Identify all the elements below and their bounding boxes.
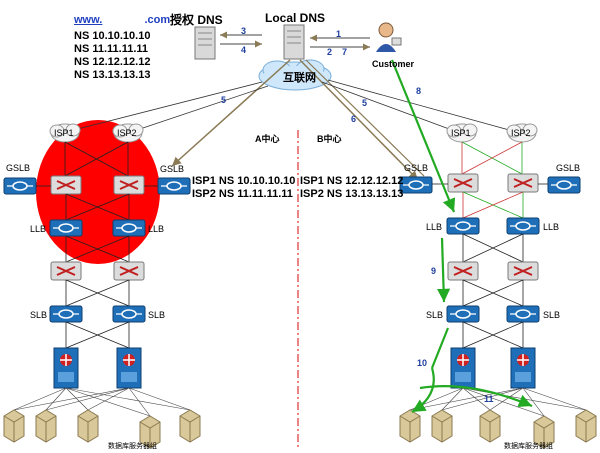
b-isp2-ns: ISP2 NS 13.13.13.13 (300, 188, 404, 200)
step-10: 10 (417, 358, 428, 368)
a-llb-label-right: LLB (148, 224, 165, 234)
step-2: 2 (327, 47, 333, 57)
ns-record-3: NS 12.12.12.12 (74, 56, 151, 68)
ns-record-4: NS 13.13.13.13 (74, 69, 151, 81)
green-flow-path (390, 59, 533, 413)
a-core-switch-1 (53, 347, 79, 389)
a-llb-2 (112, 219, 146, 237)
step-5-right: 5 (362, 98, 368, 108)
a-isp2-label: ISP2 (117, 128, 137, 138)
b-router-2 (507, 173, 539, 193)
domain-url-suffix: .com (144, 14, 171, 26)
a-gslb-label: GSLB (6, 163, 31, 173)
a-server-1 (3, 409, 25, 443)
b-llb-1 (446, 217, 480, 235)
b-server-3 (479, 409, 501, 443)
b-slb-2 (506, 305, 540, 323)
domain-url-head: www. (74, 14, 103, 26)
b-slb-1 (446, 305, 480, 323)
b-server-1 (399, 409, 421, 443)
a-router-1 (50, 175, 82, 195)
a-llb-1 (49, 219, 83, 237)
step-1: 1 (336, 29, 342, 39)
b-db-group-label: 数据库服务器组 (504, 443, 553, 450)
b-router-1 (447, 173, 479, 193)
a-isp2-ns: ISP2 NS 11.11.11.11 (192, 188, 293, 200)
b-llb-2 (506, 217, 540, 235)
step-8: 8 (416, 86, 422, 96)
ns-record-1: NS 10.10.10.10 (74, 30, 151, 42)
a-llb-label-left: LLB (30, 224, 47, 234)
b-core-switch-2 (510, 347, 536, 389)
b-gslb-label-right: GSLB (556, 163, 581, 173)
a-switch-1 (50, 261, 82, 281)
auth-dns-server-icon (194, 26, 216, 60)
local-dns-label: Local DNS (265, 11, 326, 25)
a-slb-2 (112, 305, 146, 323)
a-router-2 (113, 175, 145, 195)
a-gslb-device (3, 177, 37, 195)
a-core-switch-2 (116, 347, 142, 389)
b-llb-label-left: LLB (426, 222, 443, 232)
domain-url: www. .com (74, 14, 170, 26)
internet-label: 互联网 (283, 72, 316, 84)
a-isp1-ns: ISP1 NS 10.10.10.10 (192, 175, 296, 187)
b-switch-2 (507, 261, 539, 281)
b-switch-1 (447, 261, 479, 281)
b-core-switch-1 (450, 347, 476, 389)
a-gslb-device-right (157, 177, 191, 195)
a-switch-2 (113, 261, 145, 281)
step-4: 4 (241, 45, 247, 55)
b-gslb-label: GSLB (404, 163, 429, 173)
a-db-group-label: 数据库服务器组 (108, 443, 157, 450)
customer-icon (376, 22, 402, 52)
a-server-3 (77, 409, 99, 443)
b-llb-label-right: LLB (543, 222, 560, 232)
a-slb-label-left: SLB (30, 310, 48, 320)
b-server-5 (575, 409, 597, 443)
b-center-label: B中心 (317, 134, 342, 144)
customer-label: Customer (372, 59, 415, 69)
step-11: 11 (484, 394, 494, 404)
b-slb-label-left: SLB (426, 310, 444, 320)
a-isp1-label: ISP1 (54, 128, 74, 138)
a-server-5 (179, 409, 201, 443)
b-gslb-device (399, 176, 433, 194)
auth-dns-label: 授权 DNS (170, 13, 223, 27)
a-gslb-label-right: GSLB (160, 164, 185, 174)
b-isp1-ns: ISP1 NS 12.12.12.12 (300, 175, 404, 187)
a-server-2 (35, 409, 57, 443)
step-3: 3 (241, 26, 247, 36)
ns-record-2: NS 11.11.11.11 (74, 43, 149, 55)
b-server-2 (431, 409, 453, 443)
step-6: 6 (351, 114, 357, 124)
b-isp1-label: ISP1 (451, 128, 471, 138)
step-7: 7 (342, 47, 348, 57)
b-slb-label-right: SLB (543, 310, 561, 320)
local-dns-server-icon (283, 24, 305, 60)
a-slb-label-right: SLB (148, 310, 166, 320)
a-center-label: A中心 (255, 134, 280, 144)
a-slb-1 (49, 305, 83, 323)
b-isp2-label: ISP2 (511, 128, 531, 138)
step-9: 9 (431, 266, 437, 276)
step-5-left: 5 (221, 95, 227, 105)
b-gslb-device-right (547, 176, 581, 194)
